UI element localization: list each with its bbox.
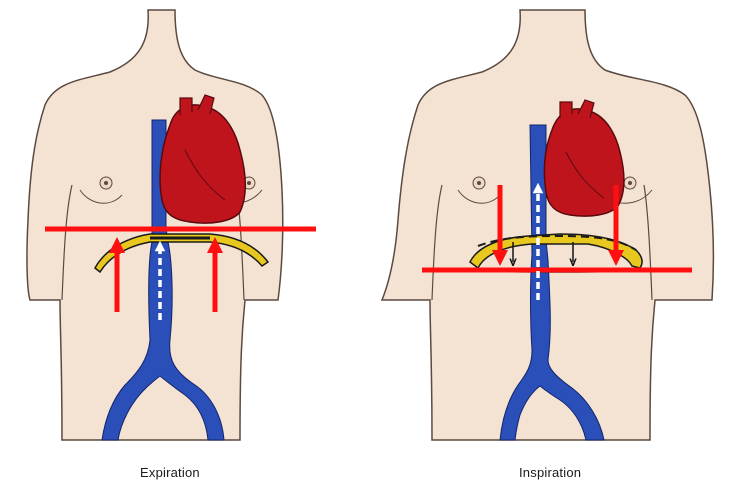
expiration-panel <box>26 9 316 441</box>
caption-inspiration: Inspiration <box>519 465 582 480</box>
vena-cava <box>101 119 225 441</box>
torso-outline <box>380 9 715 441</box>
vena-cava <box>499 124 605 441</box>
inspiration-panel <box>380 9 715 441</box>
diaphragm <box>94 233 270 274</box>
caption-expiration: Expiration <box>140 465 200 480</box>
